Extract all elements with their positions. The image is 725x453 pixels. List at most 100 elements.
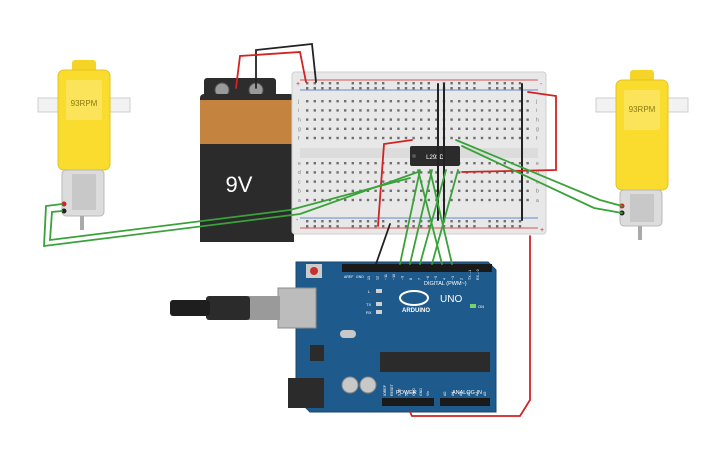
breadboard-hole[interactable] xyxy=(473,180,476,183)
breadboard-hole[interactable] xyxy=(306,127,309,130)
breadboard-hole[interactable] xyxy=(397,198,400,202)
breadboard-hole[interactable] xyxy=(412,109,415,112)
breadboard-hole[interactable] xyxy=(374,100,377,103)
breadboard-hole[interactable] xyxy=(465,109,468,112)
breadboard-hole[interactable] xyxy=(458,127,461,130)
breadboard-hole[interactable] xyxy=(397,171,400,174)
breadboard-hole[interactable] xyxy=(480,162,484,165)
breadboard-hole[interactable] xyxy=(480,109,484,112)
breadboard-hole[interactable] xyxy=(496,87,499,90)
breadboard-hole[interactable] xyxy=(404,189,408,192)
breadboard-hole[interactable] xyxy=(511,82,514,85)
breadboard-hole[interactable] xyxy=(351,118,354,121)
breadboard-hole[interactable] xyxy=(450,127,453,130)
breadboard-hole[interactable] xyxy=(473,100,476,103)
breadboard-hole[interactable] xyxy=(503,171,506,174)
breadboard-hole[interactable] xyxy=(518,118,522,121)
breadboard-hole[interactable] xyxy=(488,136,491,140)
breadboard-hole[interactable] xyxy=(480,180,484,183)
breadboard-hole[interactable] xyxy=(404,100,408,103)
breadboard-hole[interactable] xyxy=(465,162,468,165)
breadboard-hole[interactable] xyxy=(503,82,506,85)
breadboard-hole[interactable] xyxy=(359,136,362,140)
breadboard-hole[interactable] xyxy=(496,136,499,140)
breadboard-hole[interactable] xyxy=(374,127,377,130)
breadboard-hole[interactable] xyxy=(473,87,476,90)
breadboard-hole[interactable] xyxy=(382,225,385,228)
breadboard-hole[interactable] xyxy=(420,225,423,228)
breadboard-hole[interactable] xyxy=(382,118,385,121)
breadboard-hole[interactable] xyxy=(344,100,347,103)
breadboard-hole[interactable] xyxy=(397,82,400,85)
breadboard-hole[interactable] xyxy=(526,189,529,192)
breadboard-hole[interactable] xyxy=(420,171,423,174)
breadboard-hole[interactable] xyxy=(458,225,461,228)
breadboard-hole[interactable] xyxy=(503,220,506,223)
breadboard-hole[interactable] xyxy=(412,136,415,140)
breadboard-hole[interactable] xyxy=(518,109,522,112)
breadboard-hole[interactable] xyxy=(450,225,453,228)
breadboard-hole[interactable] xyxy=(450,100,453,103)
breadboard-hole[interactable] xyxy=(473,136,476,140)
breadboard-hole[interactable] xyxy=(404,118,408,121)
breadboard-hole[interactable] xyxy=(374,87,377,90)
breadboard-hole[interactable] xyxy=(366,180,370,183)
breadboard-hole[interactable] xyxy=(374,82,377,85)
breadboard-hole[interactable] xyxy=(306,220,309,223)
breadboard-hole[interactable] xyxy=(488,180,491,183)
breadboard-hole[interactable] xyxy=(488,162,491,165)
breadboard-hole[interactable] xyxy=(359,127,362,130)
breadboard-hole[interactable] xyxy=(404,82,408,85)
breadboard-hole[interactable] xyxy=(404,180,408,183)
breadboard-hole[interactable] xyxy=(458,118,461,121)
breadboard-hole[interactable] xyxy=(313,127,316,130)
breadboard-hole[interactable] xyxy=(328,180,332,183)
breadboard-hole[interactable] xyxy=(344,118,347,121)
breadboard-hole[interactable] xyxy=(412,100,415,103)
left-gear-motor[interactable]: 93RPM xyxy=(37,60,131,230)
breadboard-hole[interactable] xyxy=(503,180,506,183)
breadboard-hole[interactable] xyxy=(435,118,438,121)
breadboard-hole[interactable] xyxy=(412,225,415,228)
breadboard-hole[interactable] xyxy=(306,225,309,228)
breadboard-hole[interactable] xyxy=(450,82,453,85)
breadboard-hole[interactable] xyxy=(306,109,309,112)
breadboard-hole[interactable] xyxy=(321,180,324,183)
breadboard-hole[interactable] xyxy=(328,136,332,140)
breadboard-hole[interactable] xyxy=(359,220,362,223)
breadboard-hole[interactable] xyxy=(511,87,514,90)
breadboard-hole[interactable] xyxy=(465,82,468,85)
breadboard-hole[interactable] xyxy=(328,225,332,228)
breadboard-hole[interactable] xyxy=(427,189,430,192)
breadboard-hole[interactable] xyxy=(397,127,400,130)
breadboard-hole[interactable] xyxy=(344,136,347,140)
breadboard-hole[interactable] xyxy=(518,162,522,165)
breadboard-hole[interactable] xyxy=(374,118,377,121)
breadboard-hole[interactable] xyxy=(496,171,499,174)
breadboard-hole[interactable] xyxy=(404,87,408,90)
breadboard-hole[interactable] xyxy=(488,198,491,202)
breadboard-hole[interactable] xyxy=(328,109,332,112)
breadboard-hole[interactable] xyxy=(389,171,392,174)
breadboard-hole[interactable] xyxy=(480,136,484,140)
breadboard-hole[interactable] xyxy=(450,220,453,223)
breadboard-hole[interactable] xyxy=(488,118,491,121)
breadboard-hole[interactable] xyxy=(458,87,461,90)
breadboard-hole[interactable] xyxy=(351,127,354,130)
breadboard-hole[interactable] xyxy=(351,171,354,174)
breadboard-hole[interactable] xyxy=(336,127,339,130)
breadboard-hole[interactable] xyxy=(404,136,408,140)
breadboard-hole[interactable] xyxy=(328,127,332,130)
breadboard-hole[interactable] xyxy=(427,198,430,202)
breadboard-hole[interactable] xyxy=(313,225,316,228)
breadboard-hole[interactable] xyxy=(374,162,377,165)
right-gear-motor[interactable]: 93RPM xyxy=(595,70,689,240)
breadboard-hole[interactable] xyxy=(458,82,461,85)
breadboard-hole[interactable] xyxy=(328,118,332,121)
breadboard-hole[interactable] xyxy=(412,127,415,130)
breadboard-hole[interactable] xyxy=(328,220,332,223)
breadboard-hole[interactable] xyxy=(306,82,309,85)
breadboard-hole[interactable] xyxy=(313,180,316,183)
breadboard-hole[interactable] xyxy=(427,220,430,223)
breadboard-hole[interactable] xyxy=(503,127,506,130)
